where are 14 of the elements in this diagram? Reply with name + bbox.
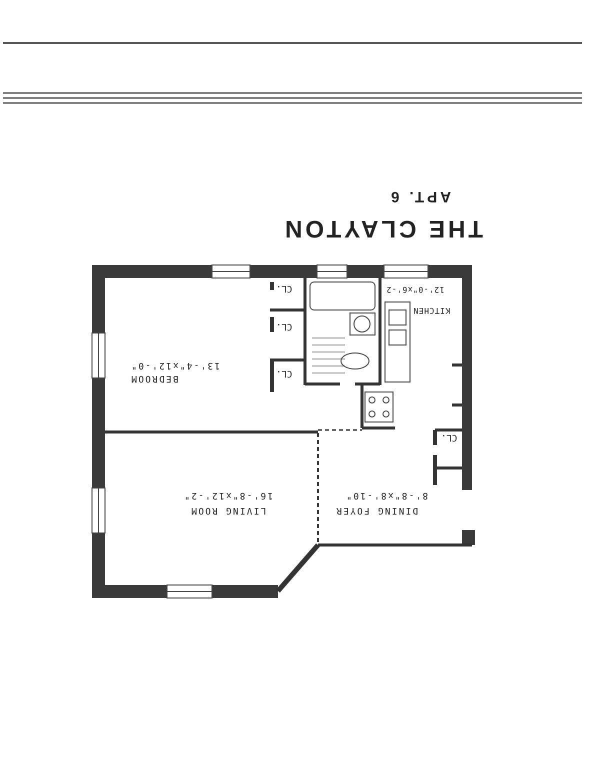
closet-label: CL. — [276, 283, 292, 293]
closet-label: CL. — [276, 368, 292, 378]
apartment-number: APT. 6 — [388, 188, 452, 205]
room-name: LIVING ROOM — [190, 505, 266, 515]
room-dimensions: 8'-8"x8'-10" — [345, 490, 428, 500]
room-dimensions: 13'-4"x12'-0" — [130, 360, 220, 370]
room-dimensions: 16'-8"x12'-2" — [183, 490, 273, 500]
room-dimensions: 12'-0"x6'-2 — [386, 285, 444, 294]
plan-title: THE CLAYTON — [282, 214, 484, 242]
room-name: DINING FOYER — [335, 505, 418, 515]
closet-label: CL. — [441, 432, 458, 442]
closet-label: CL. — [276, 321, 292, 331]
room-name: BEDROOM — [130, 373, 178, 383]
room-name: KITCHEN — [413, 306, 450, 315]
